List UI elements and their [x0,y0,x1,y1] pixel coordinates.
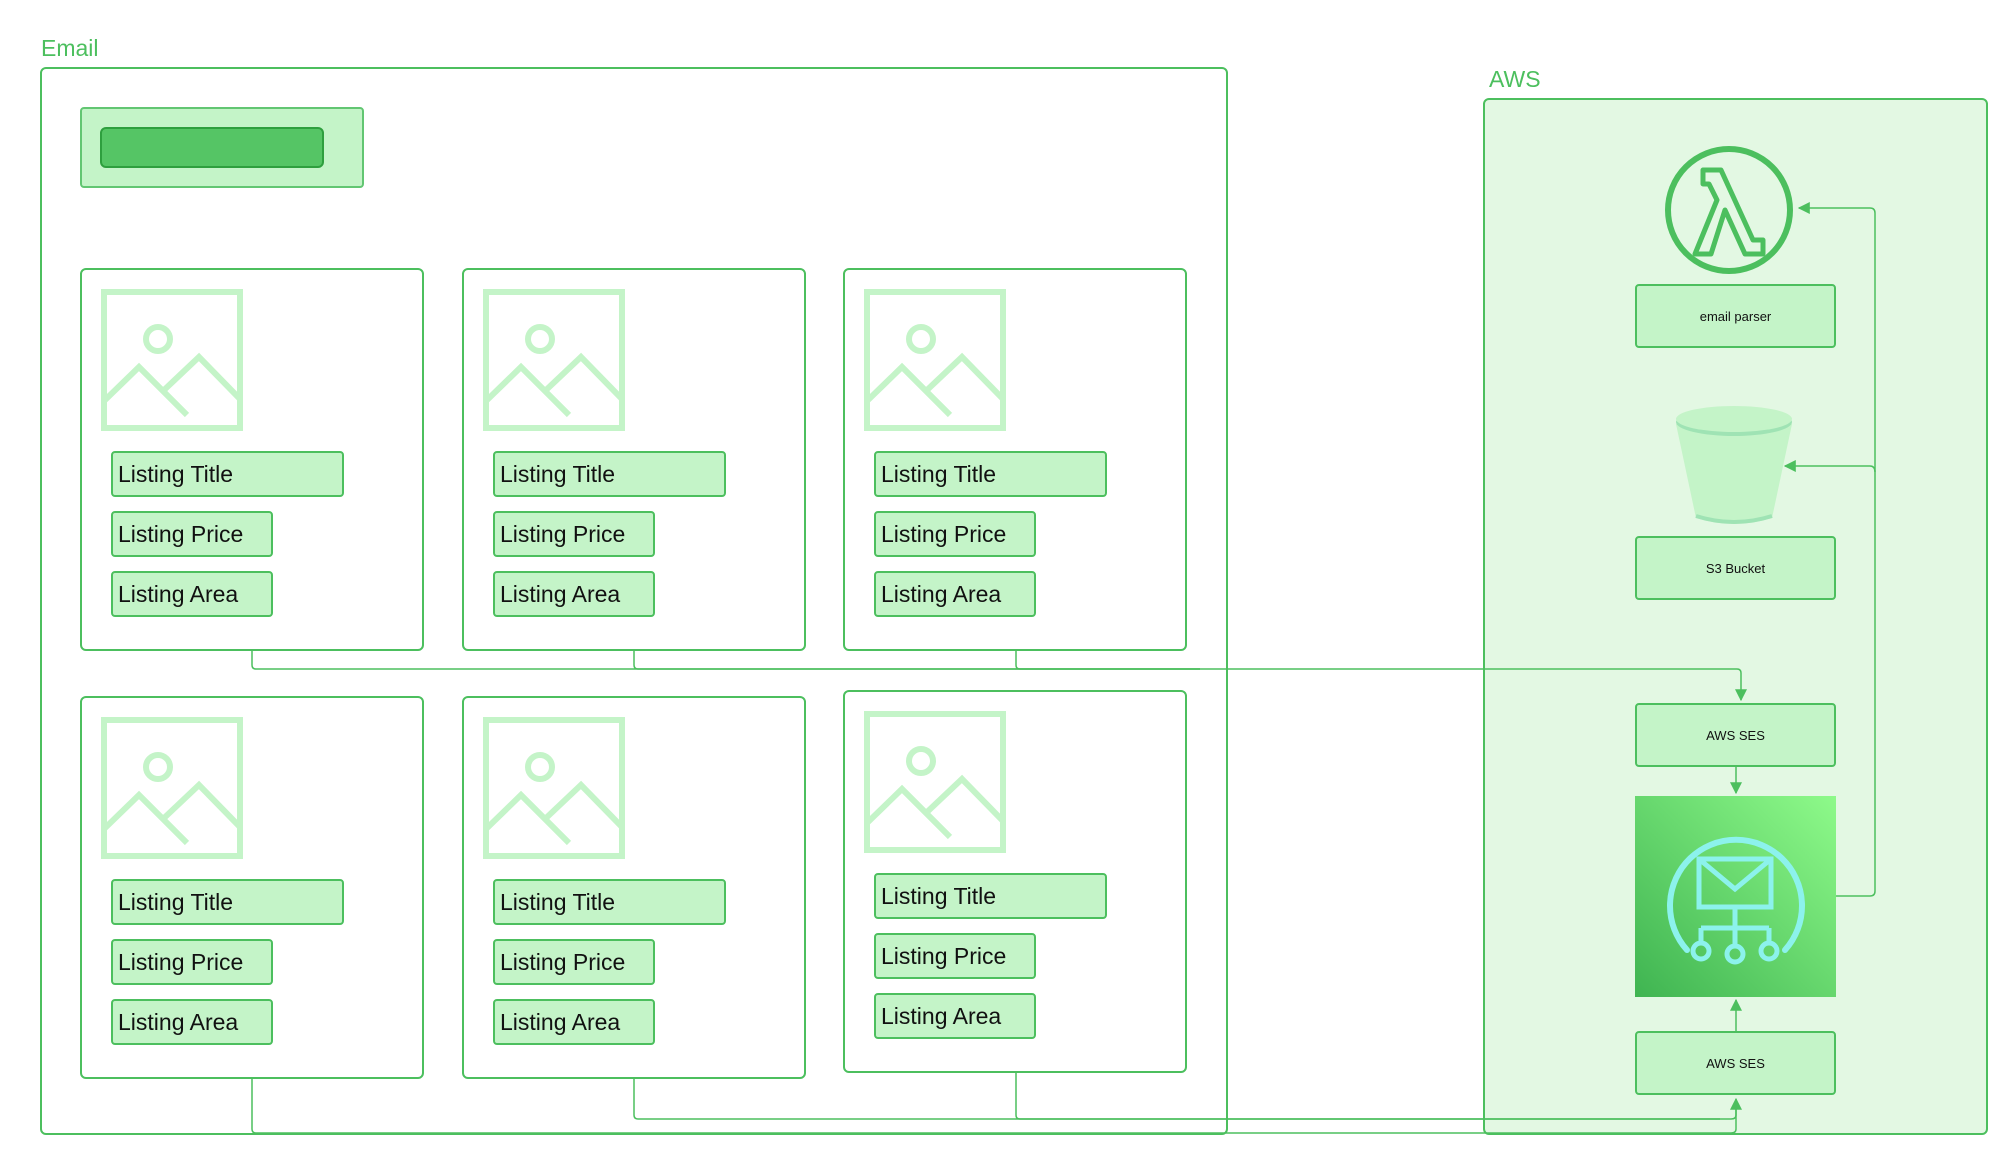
listing-title-field[interactable]: Listing Title [493,451,726,497]
image-placeholder-icon [483,289,625,431]
listing-title-field[interactable]: Listing Title [874,873,1107,919]
listing-title-field[interactable]: Listing Title [493,879,726,925]
bucket-icon [1676,406,1792,524]
connector-ses-lambda [1797,202,1876,897]
listing-area-field[interactable]: Listing Area [874,993,1036,1039]
listing-price-field[interactable]: Listing Price [111,939,273,985]
image-placeholder-icon [101,289,243,431]
listing-price-field[interactable]: Listing Price [493,511,655,557]
listing-price-field[interactable]: Listing Price [874,933,1036,979]
email-group-label: Email [41,35,99,61]
aws-ses-node-bottom[interactable]: AWS SES [1635,1031,1836,1095]
listing-title-field[interactable]: Listing Title [874,451,1107,497]
listing-card-5[interactable]: Listing Title Listing Price Listing Area [462,696,806,1079]
listing-card-2[interactable]: Listing Title Listing Price Listing Area [462,268,806,651]
listing-price-field[interactable]: Listing Price [874,511,1036,557]
connector-card2-ses-top [633,651,1200,670]
listing-card-3[interactable]: Listing Title Listing Price Listing Area [843,268,1187,651]
s3-bucket-node[interactable]: S3 Bucket [1635,536,1836,600]
connector-card3-ses-top [1015,651,1200,670]
listing-card-4[interactable]: Listing Title Listing Price Listing Area [80,696,424,1079]
listing-area-field[interactable]: Listing Area [874,571,1036,617]
email-header-button[interactable] [100,127,324,168]
email-distribution-icon [1667,836,1805,965]
listing-area-field[interactable]: Listing Area [111,999,273,1045]
aws-group-label: AWS [1489,66,1541,92]
listing-area-field[interactable]: Listing Area [493,571,655,617]
image-placeholder-icon [864,289,1006,431]
connector-card6-ses-bottom [1015,1073,1720,1120]
connector-card5-ses-bottom [633,1079,1737,1120]
listing-price-field[interactable]: Listing Price [111,511,273,557]
listing-price-field[interactable]: Listing Price [493,939,655,985]
listing-card-1[interactable]: Listing Title Listing Price Listing Area [80,268,424,651]
connector-card4-ses-bottom [251,1079,1742,1134]
connector-card1-ses-top [251,651,1747,702]
listing-area-field[interactable]: Listing Area [111,571,273,617]
image-placeholder-icon [864,711,1006,853]
email-parser-node[interactable]: email parser [1635,284,1836,348]
listing-area-field[interactable]: Listing Area [493,999,655,1045]
image-placeholder-icon [483,717,625,859]
listing-title-field[interactable]: Listing Title [111,451,344,497]
lambda-icon [1665,146,1793,274]
aws-ses-node-top[interactable]: AWS SES [1635,703,1836,767]
listing-title-field[interactable]: Listing Title [111,879,344,925]
connector-ses-s3 [1783,460,1876,473]
image-placeholder-icon [101,717,243,859]
listing-card-6[interactable]: Listing Title Listing Price Listing Area [843,690,1187,1073]
ses-service-tile[interactable] [1635,796,1836,997]
